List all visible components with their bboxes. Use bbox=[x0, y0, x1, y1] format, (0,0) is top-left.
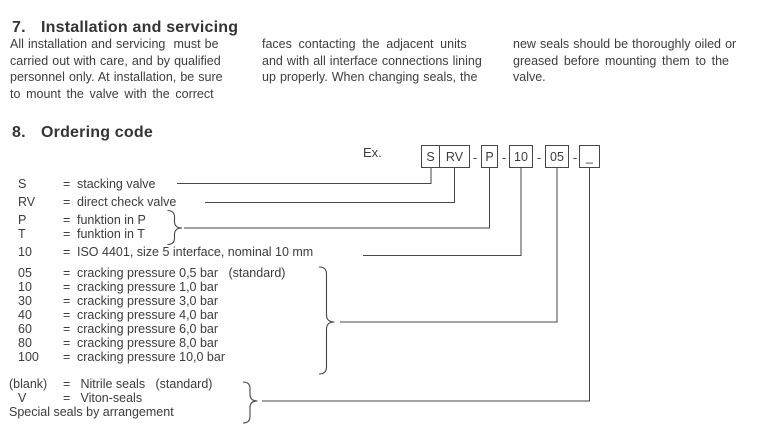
row-equals: = bbox=[63, 336, 71, 350]
ordering-row-pressure-80: 80 = cracking pressure 8,0 bar bbox=[9, 336, 218, 350]
row-code: 10 bbox=[18, 280, 32, 294]
ordering-row-viton-seals: V = Viton-seals bbox=[9, 391, 142, 405]
row-code: V bbox=[18, 391, 27, 405]
paragraph-line: new seals should be thoroughly oiled or bbox=[513, 37, 737, 51]
row-code: P bbox=[18, 213, 27, 227]
row-equals: = bbox=[63, 227, 71, 241]
row-equals: = bbox=[63, 350, 71, 364]
ordering-row-pressure-100: 100 = cracking pressure 10,0 bar bbox=[9, 350, 225, 364]
ordering-row-pressure-60: 60 = cracking pressure 6,0 bar bbox=[9, 322, 218, 336]
ordering-row-pressure-40: 40 = cracking pressure 4,0 bar bbox=[9, 308, 218, 322]
row-description: cracking pressure 0,5 bar (standard) bbox=[77, 266, 286, 280]
row-equals: = bbox=[63, 294, 71, 308]
row-equals: = bbox=[63, 213, 71, 227]
dash-separator: - bbox=[572, 149, 578, 165]
row-equals: = bbox=[63, 195, 71, 209]
row-description: Viton-seals bbox=[77, 391, 143, 405]
row-description: Special seals by arrangement bbox=[9, 405, 174, 419]
row-code: RV bbox=[18, 195, 36, 209]
dash-separator: - bbox=[536, 149, 542, 165]
row-description: cracking pressure 6,0 bar bbox=[77, 322, 219, 336]
connector-pressure bbox=[340, 167, 558, 323]
row-equals: = bbox=[63, 177, 71, 191]
connector-function bbox=[184, 167, 490, 229]
row-code: 30 bbox=[18, 294, 32, 308]
row-description: stacking valve bbox=[77, 177, 156, 191]
paragraph-line: All installation and servicing must be bbox=[10, 37, 219, 51]
connector-seal bbox=[262, 167, 590, 402]
section8-number: 8. bbox=[12, 124, 26, 142]
installation-text-column-3: new seals should be thoroughly oiled or … bbox=[513, 36, 736, 86]
paragraph-line: valve. bbox=[513, 70, 546, 84]
ordering-row-nitrile-seals: (blank) = Nitrile seals (standard) bbox=[9, 377, 212, 391]
code-box-seal: _ bbox=[579, 145, 600, 168]
section8-heading: 8. Ordering code bbox=[12, 124, 153, 142]
section7-heading: 7. Installation and servicing bbox=[12, 19, 238, 37]
row-description: cracking pressure 1,0 bar bbox=[77, 280, 219, 294]
paragraph-line: greased before mounting them to the bbox=[513, 53, 729, 68]
row-equals: = bbox=[63, 391, 71, 405]
ordering-row-function-p: P = funktion in P bbox=[9, 213, 146, 227]
ordering-row-pressure-05: 05 = cracking pressure 0,5 bar (standard) bbox=[9, 266, 285, 280]
code-box-check-valve: RV bbox=[439, 146, 469, 167]
row-description: cracking pressure 3,0 bar bbox=[77, 294, 219, 308]
row-code: 40 bbox=[18, 308, 32, 322]
brace-seal-group bbox=[242, 381, 258, 424]
ordering-row-function-t: T = funktion in T bbox=[9, 227, 145, 241]
installation-text-column-1: All installation and servicing must be c… bbox=[10, 36, 223, 102]
code-box-valve-type: S RV bbox=[421, 145, 470, 168]
dash-separator: - bbox=[501, 149, 507, 165]
row-description: cracking pressure 10,0 bar bbox=[77, 350, 225, 364]
dash-separator: - bbox=[472, 149, 478, 165]
row-equals: = bbox=[63, 308, 71, 322]
paragraph-line: and with all interface connections linin… bbox=[262, 53, 482, 68]
brace-function-group bbox=[167, 209, 183, 246]
example-label: Ex. bbox=[363, 145, 382, 160]
code-box-function: P bbox=[481, 145, 498, 168]
row-code: 80 bbox=[18, 336, 32, 350]
row-code: 10 bbox=[18, 245, 32, 259]
ordering-row-stacking: S = stacking valve bbox=[9, 177, 156, 191]
code-box-stacking: S bbox=[426, 149, 435, 164]
connector-size bbox=[363, 167, 522, 256]
row-equals: = bbox=[63, 266, 71, 280]
ordering-row-size: 10 = ISO 4401, size 5 interface, nominal 1… bbox=[9, 245, 313, 259]
brace-pressure-group bbox=[318, 266, 335, 375]
row-description: ISO 4401, size 5 interface, nominal 10 m… bbox=[77, 245, 314, 259]
installation-text-column-2: faces contacting the adjacent units and … bbox=[262, 36, 482, 86]
row-code: S bbox=[18, 177, 27, 191]
row-description: cracking pressure 8,0 bar bbox=[77, 336, 219, 350]
code-box-size: 10 bbox=[509, 145, 533, 168]
row-description: funktion in P bbox=[77, 213, 146, 227]
row-code: T bbox=[18, 227, 26, 241]
row-equals: = bbox=[63, 280, 71, 294]
row-equals: = bbox=[63, 377, 71, 391]
row-equals: = bbox=[63, 322, 71, 336]
row-equals: = bbox=[63, 245, 71, 259]
row-code: 05 bbox=[18, 266, 32, 280]
ordering-row-check-valve: RV = direct check valve bbox=[9, 195, 176, 209]
ordering-row-pressure-10: 10 = cracking pressure 1,0 bar bbox=[9, 280, 218, 294]
paragraph-line: up properly. When changing seals, the bbox=[262, 70, 478, 84]
section7-title: Installation and servicing bbox=[41, 19, 239, 37]
code-box-pressure: 05 bbox=[545, 145, 569, 168]
paragraph-line: carried out with care, and by qualified bbox=[10, 53, 221, 68]
ordering-row-pressure-30: 30 = cracking pressure 3,0 bar bbox=[9, 294, 218, 308]
row-code: 100 bbox=[18, 350, 39, 364]
paragraph-line: to mount the valve with the correct bbox=[10, 86, 214, 101]
section7-number: 7. bbox=[12, 19, 26, 37]
row-description: funktion in T bbox=[77, 227, 145, 241]
row-description: cracking pressure 4,0 bar bbox=[77, 308, 219, 322]
paragraph-line: personnel only. At installation, be sure bbox=[10, 70, 223, 84]
row-description: Nitrile seals (standard) bbox=[77, 377, 213, 391]
row-description: direct check valve bbox=[77, 195, 177, 209]
connector-check-valve bbox=[205, 167, 455, 203]
ordering-row-special-seals: Special seals by arrangement bbox=[9, 405, 174, 419]
paragraph-line: faces contacting the adjacent units bbox=[262, 37, 467, 51]
seal-placeholder-underscore: _ bbox=[586, 149, 593, 164]
row-code: 60 bbox=[18, 322, 32, 336]
section8-title: Ordering code bbox=[41, 124, 153, 142]
row-code: (blank) bbox=[9, 377, 48, 391]
connector-stacking bbox=[177, 167, 432, 184]
